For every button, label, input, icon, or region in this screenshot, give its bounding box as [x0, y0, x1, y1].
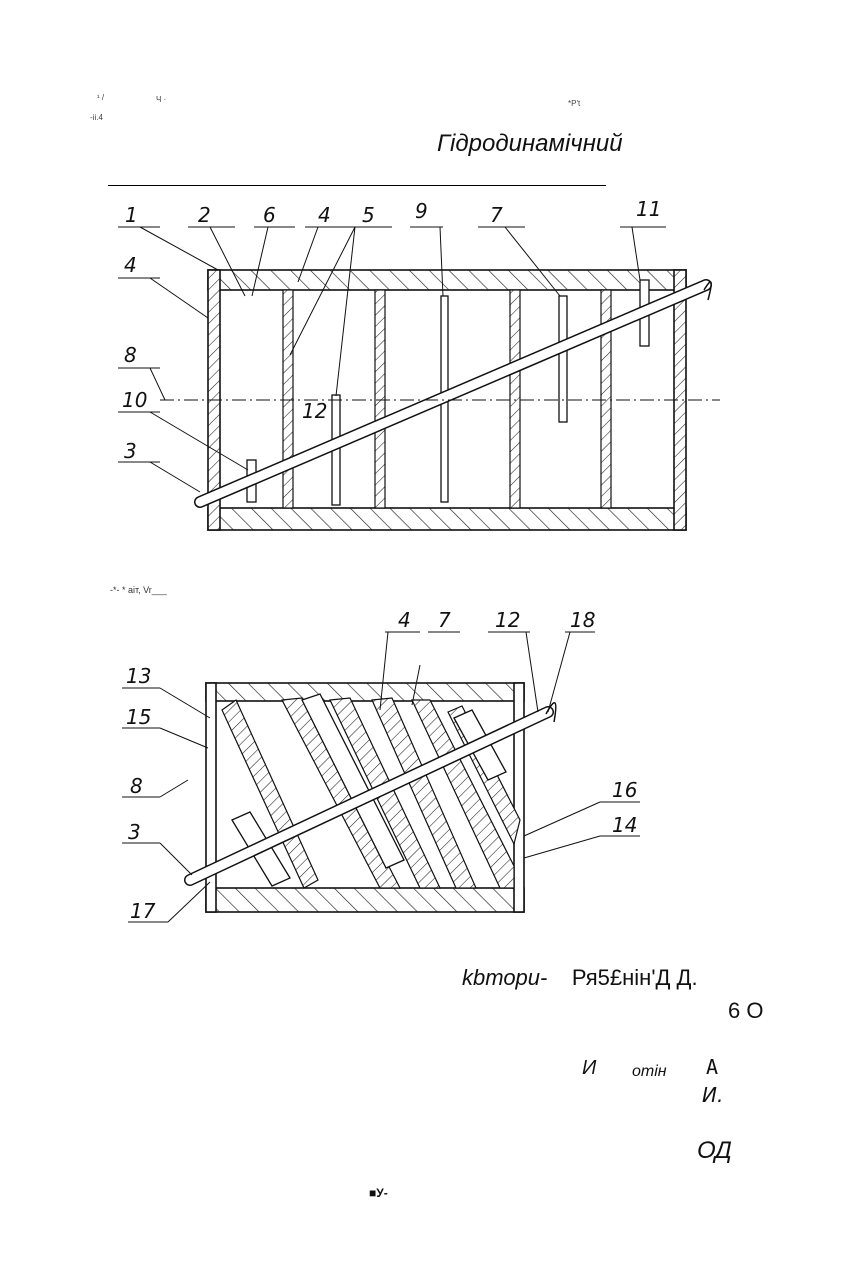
inventor-initial-3: И.: [702, 1083, 723, 1107]
label-17: 17: [130, 899, 156, 923]
od-text: ОД: [697, 1137, 732, 1165]
inventor-initial-2: А: [706, 1055, 718, 1079]
label-13: 13: [126, 664, 151, 688]
authors-line: kbтори- Ря5£нін'Д Д.: [462, 965, 698, 991]
label-4: 4: [398, 608, 411, 632]
figure-2-drawing: 4 7 12 18 13 15 8 3 17 16 14: [0, 0, 866, 940]
label-12: 12: [495, 608, 520, 632]
label-14: 14: [612, 813, 637, 837]
label-16: 16: [612, 778, 637, 802]
label-15: 15: [126, 705, 151, 729]
inventor-initial: И: [582, 1057, 596, 1080]
label-7: 7: [438, 608, 451, 632]
inventor-name: отін: [632, 1063, 667, 1081]
label-3: 3: [128, 820, 141, 844]
label-8: 8: [130, 774, 143, 798]
authors-names: Ря5£нін'Д Д.: [572, 965, 698, 990]
authors-number: 6 О: [728, 998, 763, 1024]
label-18: 18: [570, 608, 595, 632]
page-mark: ■У-: [369, 1186, 388, 1200]
authors-prefix: kbтори-: [462, 965, 547, 990]
